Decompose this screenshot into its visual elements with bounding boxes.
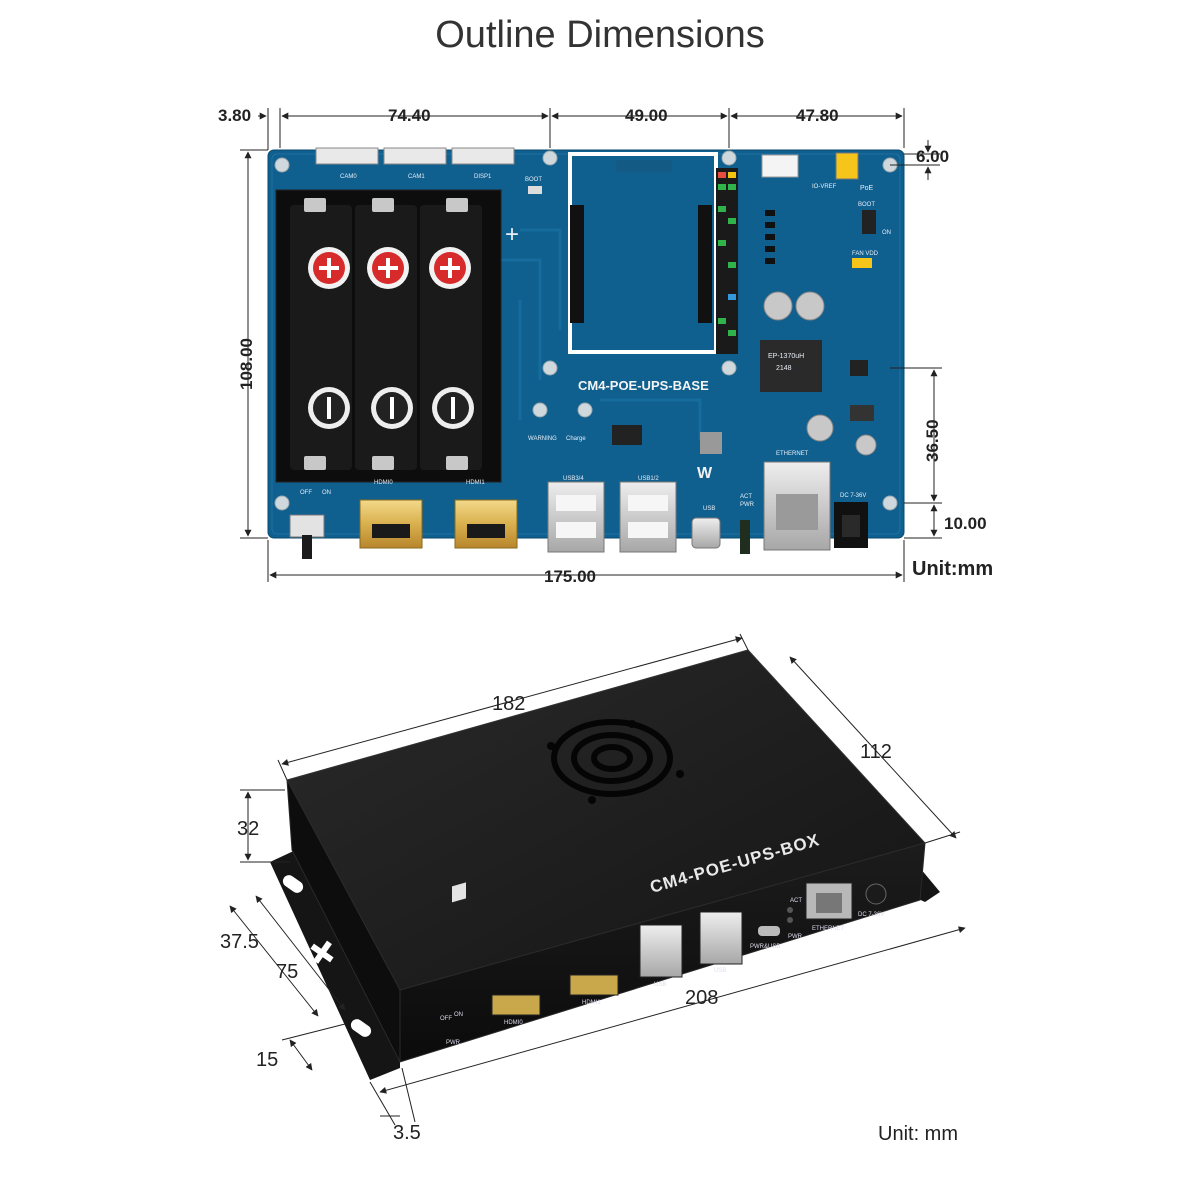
ethernet-label: ETHERNET xyxy=(776,451,809,457)
box-pwr-usb-label: PWR&USB xyxy=(750,944,780,950)
dim-width: 175.00 xyxy=(544,567,596,586)
box-dc-label: DC 7-36V xyxy=(858,912,884,918)
usb34-label: USB3/4 xyxy=(563,476,584,482)
usb-c-label: USB xyxy=(703,506,715,512)
leds xyxy=(740,520,750,554)
hdmi0-board-label: HDMI0 xyxy=(374,480,393,486)
battery-negative-icons xyxy=(308,387,474,429)
box-pwr-label: PWR xyxy=(446,1040,461,1046)
io-vref-connector xyxy=(761,154,799,178)
box-on-label: ON xyxy=(454,1012,463,1018)
inductor xyxy=(760,340,822,392)
poe-label: PoE xyxy=(860,185,874,192)
board-label: CM4-POE-UPS-BASE xyxy=(578,378,709,393)
dim-box-75: 75 xyxy=(276,961,298,983)
dim-seg1: 74.40 xyxy=(388,106,431,125)
boot-switch xyxy=(862,210,876,234)
cm4-socket xyxy=(568,152,718,354)
boot-switch-label: BOOT xyxy=(858,202,875,208)
board-dimensions xyxy=(240,108,942,582)
dim-seg3: 47.80 xyxy=(796,106,839,125)
usb34-port xyxy=(547,481,605,553)
capacitor-2 xyxy=(795,291,825,321)
center-chip xyxy=(612,425,642,445)
box-hdmi0-label: HDMI0 xyxy=(504,1020,523,1026)
dim-box-height: 32 xyxy=(237,818,259,840)
capacitor-1 xyxy=(763,291,793,321)
power-switch xyxy=(289,514,325,538)
center-inductor xyxy=(700,432,722,454)
inductor-label2: 2148 xyxy=(776,365,792,372)
io-vref-label: IO-VREF xyxy=(812,184,837,190)
box-off-label: OFF xyxy=(440,1016,452,1022)
switch-off-label: OFF xyxy=(300,490,312,496)
disp1-label: DISP1 xyxy=(474,174,492,180)
dim-left-margin: 3.80 xyxy=(218,106,251,125)
board-unit: Unit:mm xyxy=(912,558,993,580)
usb12-label: USB1/2 xyxy=(638,476,659,482)
dim-box-base-length: 208 xyxy=(685,987,718,1009)
box-pwr2-label: PWR xyxy=(788,934,803,940)
cam1-label: CAM1 xyxy=(408,174,425,180)
dim-right-bottom: 10.00 xyxy=(944,514,987,533)
fan-jumper xyxy=(852,258,872,268)
box-act-label: ACT xyxy=(790,898,802,904)
dim-height: 108.00 xyxy=(237,338,256,390)
charge-label: Charge xyxy=(566,436,586,442)
pcb-board: CAM0 CAM1 DISP1 BOOT xyxy=(267,147,905,559)
logo-mark: W xyxy=(697,465,713,482)
capacitor-4 xyxy=(855,434,877,456)
pwr-label: PWR xyxy=(740,502,755,508)
page-title: Outline Dimensions xyxy=(435,14,765,56)
battery-positive-icons xyxy=(308,247,471,289)
box-usb-port-a xyxy=(639,924,683,978)
battery-holder xyxy=(275,189,502,483)
box-unit: Unit: mm xyxy=(878,1123,958,1145)
fpc-connectors: CAM0 CAM1 DISP1 BOOT xyxy=(315,147,542,194)
dc-in-label: DC 7-36V xyxy=(840,493,866,499)
dim-box-375: 37.5 xyxy=(220,931,259,953)
on-label: ON xyxy=(882,230,891,236)
warning-label: WARNING xyxy=(528,436,557,442)
bottom-connectors: OFF ON HDMI0 HDMI1 USB3/4 USB1/2 USB ACT… xyxy=(289,451,868,559)
dim-box-length: 182 xyxy=(492,693,525,715)
box-ethernet-label: ETHERNET xyxy=(812,926,845,932)
fan-vdd-label: FAN VDD xyxy=(852,251,879,257)
inductor-label: EP-1370uH xyxy=(768,353,804,360)
box-usb-b-label: USB xyxy=(714,968,726,974)
enclosure-box: CM4-POE-UPS-BOX OFF ON PWR HDMI0 HDMI1 U… xyxy=(270,649,940,1080)
box-dimension-lines xyxy=(229,633,966,1126)
power-switch-knob xyxy=(302,535,312,559)
cam0-label: CAM0 xyxy=(340,174,357,180)
dim-seg2: 49.00 xyxy=(625,106,668,125)
dim-box-15: 15 xyxy=(256,1049,278,1071)
usb-c-port xyxy=(691,517,721,549)
ic-chip xyxy=(850,360,868,376)
box-hdmi0-port xyxy=(491,994,541,1016)
box-usb-c-port xyxy=(758,926,780,936)
box-hdmi1-port xyxy=(569,974,619,996)
usb12-port xyxy=(619,481,677,553)
gpio-header xyxy=(716,168,738,354)
switch-on-label: ON xyxy=(322,490,331,496)
plus-mark: + xyxy=(505,221,519,248)
box-usb-a-label: USB xyxy=(654,982,666,988)
dim-right-mid: 36.50 xyxy=(923,419,942,462)
dim-box-35: 3.5 xyxy=(393,1122,421,1144)
box-power-switch xyxy=(452,882,466,903)
smd-chip xyxy=(850,405,874,421)
box-usb-port-b xyxy=(699,911,743,965)
dim-box-depth: 112 xyxy=(860,741,892,763)
capacitor-3 xyxy=(806,414,834,442)
hdmi1-board-label: HDMI1 xyxy=(466,480,485,486)
poe-jumper xyxy=(835,152,859,180)
dim-top-right: 6.00 xyxy=(916,147,949,166)
box-dc-jack xyxy=(865,883,887,905)
act-label: ACT xyxy=(740,494,752,500)
box-hdmi1-label: HDMI1 xyxy=(582,1000,601,1006)
boot-btn-label: BOOT xyxy=(525,177,542,183)
